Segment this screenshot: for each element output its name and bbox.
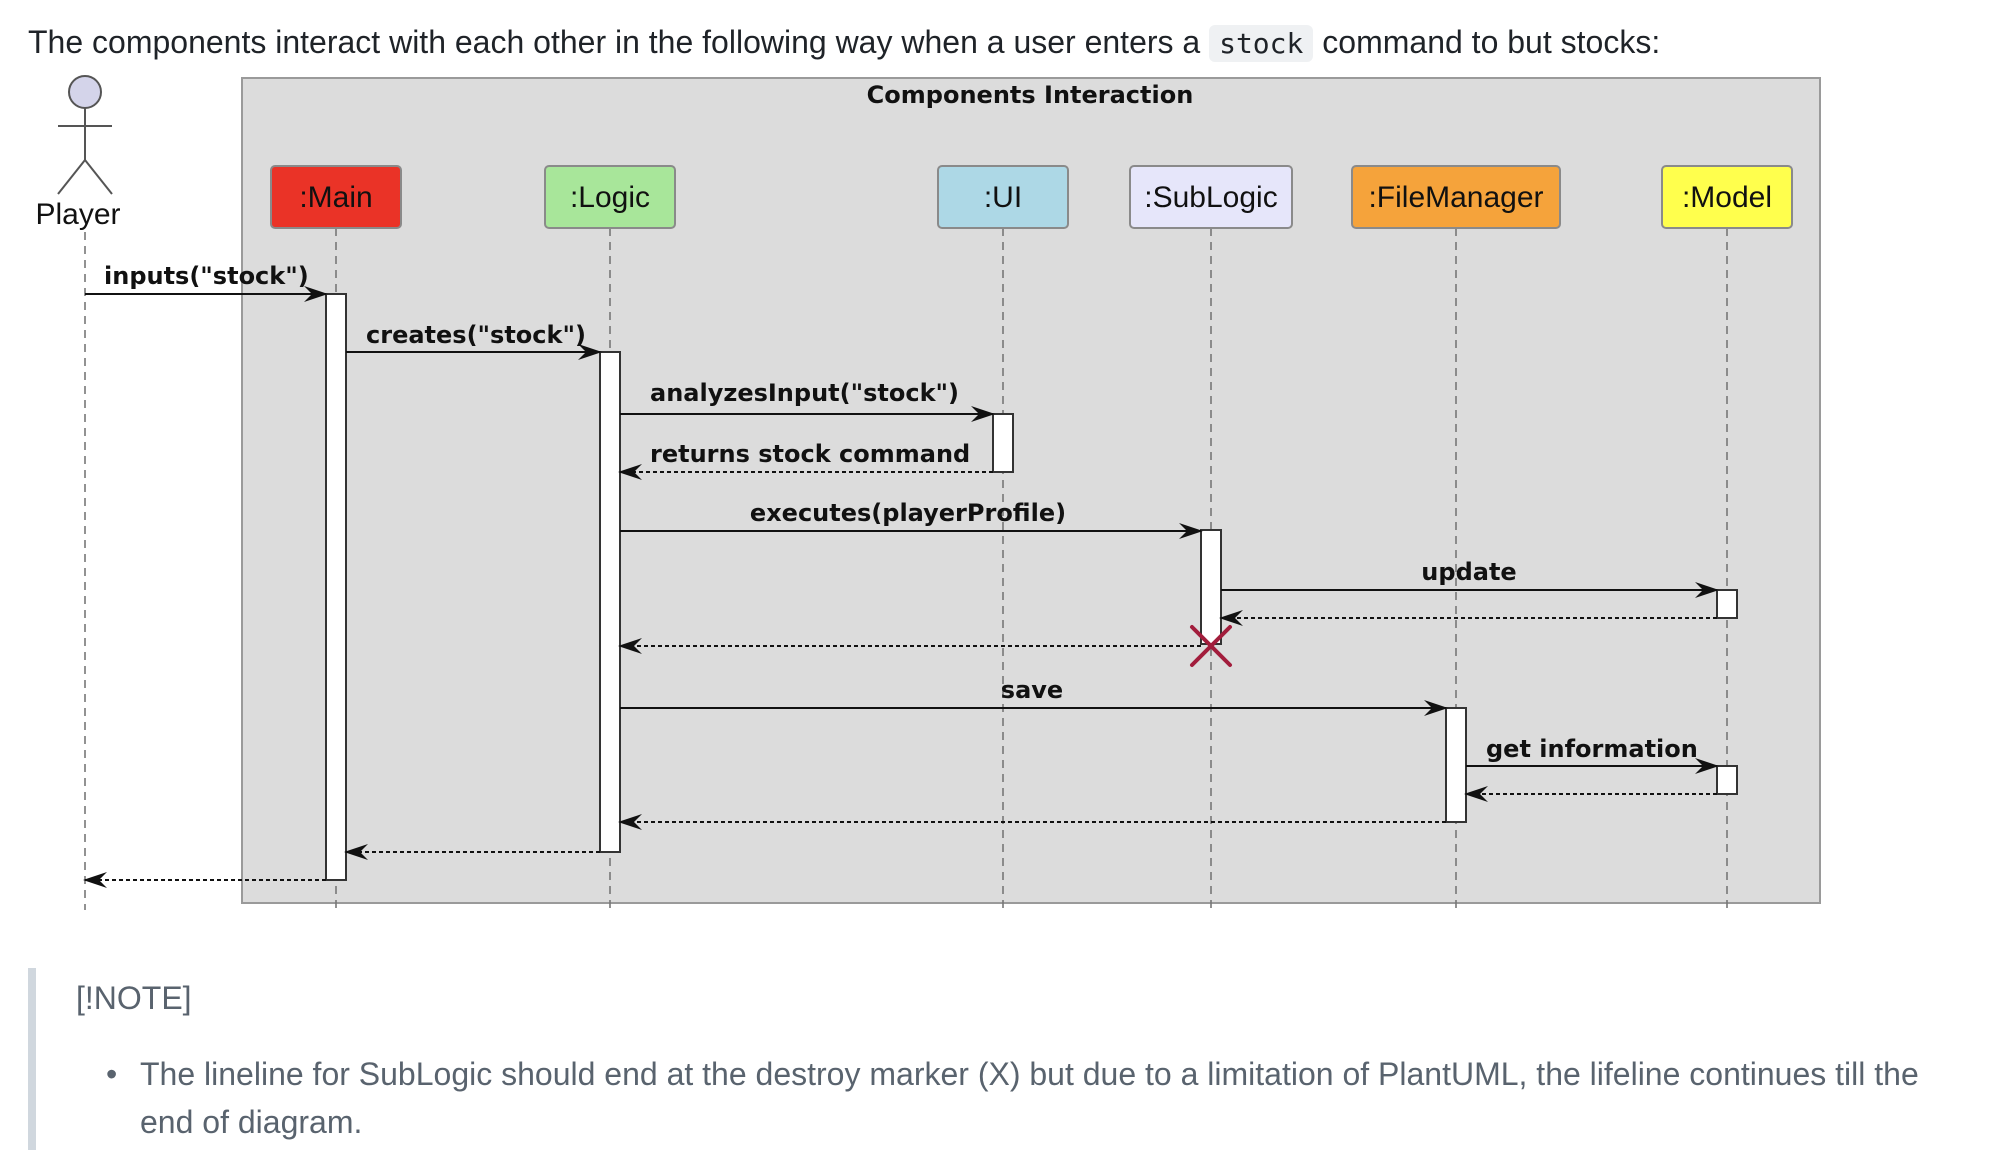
messages: inputs("stock") creates("stock") analyze… (83, 262, 1719, 888)
group-title: Components Interaction (867, 81, 1194, 109)
message-label: update (1421, 558, 1516, 586)
inline-code-stock: stock (1209, 25, 1314, 62)
participant-box (270, 165, 402, 229)
note-list: The lineline for SubLogic should end at … (76, 1050, 1976, 1146)
activation-model-1 (1716, 589, 1738, 619)
participant-box (1129, 165, 1293, 229)
note-title: [!NOTE] (76, 980, 192, 1016)
participant-logic: :Logic (544, 165, 676, 229)
participant-sublogic: :SubLogic (1129, 165, 1293, 229)
participant-label: :FileManager (1368, 181, 1543, 214)
message-save: save (620, 676, 1448, 716)
participant-ui: :UI (937, 165, 1069, 229)
participant-filemanager: :FileManager (1351, 165, 1561, 229)
participant-label: :SubLogic (1144, 181, 1277, 214)
message-label: save (1001, 676, 1063, 704)
intro-text-before: The components interact with each other … (28, 24, 1201, 60)
activation-main (325, 293, 347, 881)
message-creates-stock: creates("stock") (346, 321, 602, 360)
message-returns-stock-command: returns stock command (618, 440, 993, 480)
intro-paragraph: The components interact with each other … (28, 20, 1660, 66)
sequence-diagram: Components Interaction Player :Main (0, 70, 2010, 920)
activation-sublogic (1200, 529, 1222, 645)
activation-bars (325, 293, 1738, 881)
message-update: update (1221, 558, 1719, 598)
message-analyzes-input: analyzesInput("stock") (620, 379, 995, 422)
player-actor-icon (57, 75, 113, 195)
activation-ui (992, 413, 1014, 473)
message-label: analyzesInput("stock") (650, 379, 959, 407)
message-inputs-stock: inputs("stock") (85, 262, 328, 302)
participant-label: :Logic (570, 181, 650, 214)
participant-main: :Main (270, 165, 402, 229)
participant-label: :Model (1682, 181, 1772, 214)
note-blockquote: [!NOTE] The lineline for SubLogic should… (28, 968, 1988, 1150)
participant-label: :Main (299, 181, 372, 214)
actor-label-player: Player (35, 198, 120, 231)
message-get-information: get information (1466, 735, 1719, 774)
message-label: executes(playerProfile) (750, 499, 1066, 527)
participant-box (937, 165, 1069, 229)
activation-logic (599, 351, 621, 853)
participant-label: :UI (984, 181, 1022, 214)
participant-box (544, 165, 676, 229)
note-list-item: The lineline for SubLogic should end at … (76, 1050, 1976, 1146)
participant-model: :Model (1661, 165, 1793, 229)
participant-box (1661, 165, 1793, 229)
participant-box (1351, 165, 1561, 229)
activation-filemanager (1445, 707, 1467, 823)
message-label: creates("stock") (366, 321, 586, 349)
activation-model-2 (1716, 765, 1738, 795)
message-executes: executes(playerProfile) (620, 499, 1203, 539)
destroy-marker-icon (1190, 625, 1232, 667)
message-label: returns stock command (650, 440, 970, 468)
intro-text-after: command to but stocks: (1322, 24, 1661, 60)
message-label: get information (1486, 735, 1698, 763)
message-label: inputs("stock") (104, 262, 309, 290)
